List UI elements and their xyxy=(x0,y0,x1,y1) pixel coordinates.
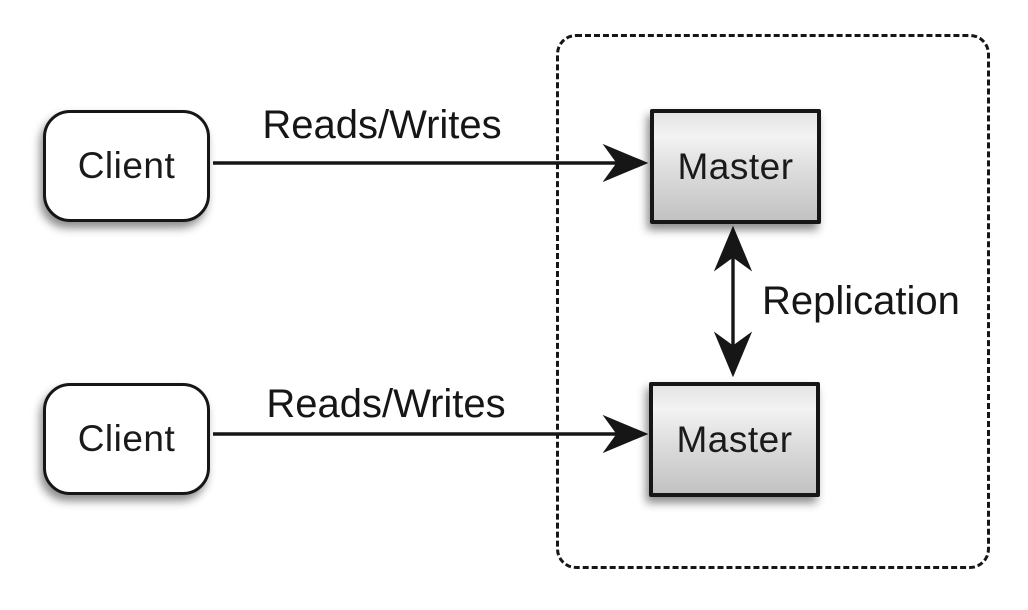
master-node-bottom-label: Master xyxy=(676,418,793,460)
client-node-top-label: Client xyxy=(77,145,176,186)
replication-group-boundary xyxy=(556,34,990,569)
reads-writes-label-bottom: Reads/Writes xyxy=(266,382,506,426)
client-node-bottom: Client xyxy=(43,383,210,495)
client-node-bottom-label: Client xyxy=(77,418,176,459)
client-node-top: Client xyxy=(43,110,210,222)
replication-label: Replication xyxy=(762,279,960,323)
master-node-top: Master xyxy=(650,109,821,224)
master-node-top-label: Master xyxy=(677,145,794,187)
reads-writes-label-top: Reads/Writes xyxy=(262,103,502,147)
master-node-bottom: Master xyxy=(649,382,820,497)
